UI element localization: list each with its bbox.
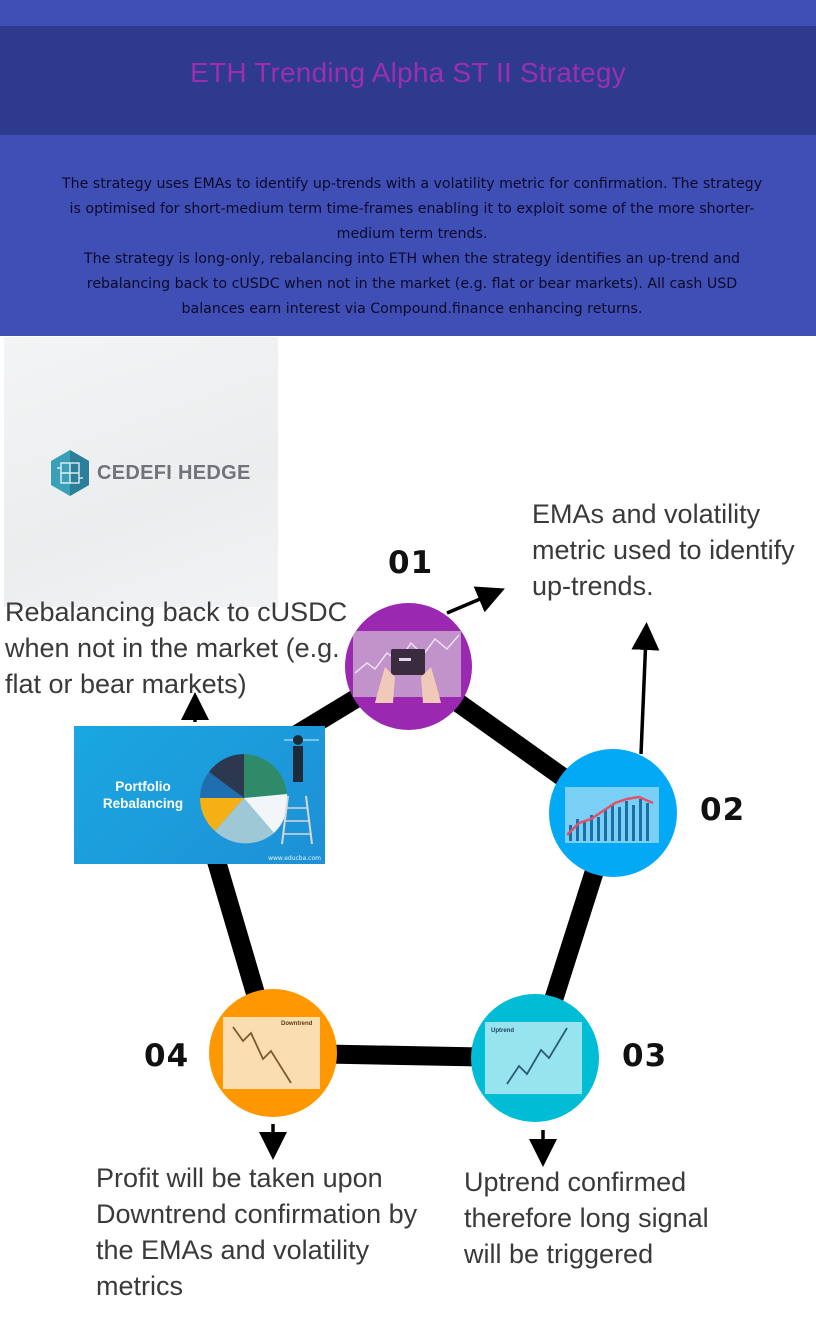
step-1-node: [345, 603, 472, 730]
image-source-url: www.educba.com: [268, 855, 321, 862]
rising-chart-icon: [549, 749, 677, 877]
uptrend-label: Uptrend: [491, 1028, 514, 1034]
step-4-node: Downtrend: [209, 989, 337, 1117]
rebalance-caption: Rebalancing back to cUSDC when not in th…: [5, 594, 350, 702]
step-number-2: 02: [700, 792, 745, 828]
step-number-1: 01: [388, 545, 433, 581]
arrow-step1: [447, 594, 492, 613]
step-3-node: Uptrend: [471, 994, 599, 1122]
trading-screen-icon: [345, 603, 472, 730]
downtrend-chart-icon: Downtrend: [209, 989, 337, 1117]
downtrend-label: Downtrend: [281, 1021, 313, 1027]
pie-chart-icon: [74, 726, 325, 864]
step-2-node: [549, 749, 677, 877]
arrow-step2: [641, 636, 646, 754]
step-1-caption: EMAs and volatility metric used to ident…: [532, 496, 812, 604]
step-4-caption: Profit will be taken upon Downtrend conf…: [96, 1160, 436, 1304]
step-number-3: 03: [622, 1038, 667, 1074]
uptrend-chart-icon: Uptrend: [471, 994, 599, 1122]
portfolio-rebalancing-image: Portfolio Rebalancing www.educba.com: [74, 726, 325, 864]
step-number-4: 04: [144, 1038, 189, 1074]
step-3-caption: Uptrend confirmed therefore long signal …: [464, 1164, 734, 1272]
